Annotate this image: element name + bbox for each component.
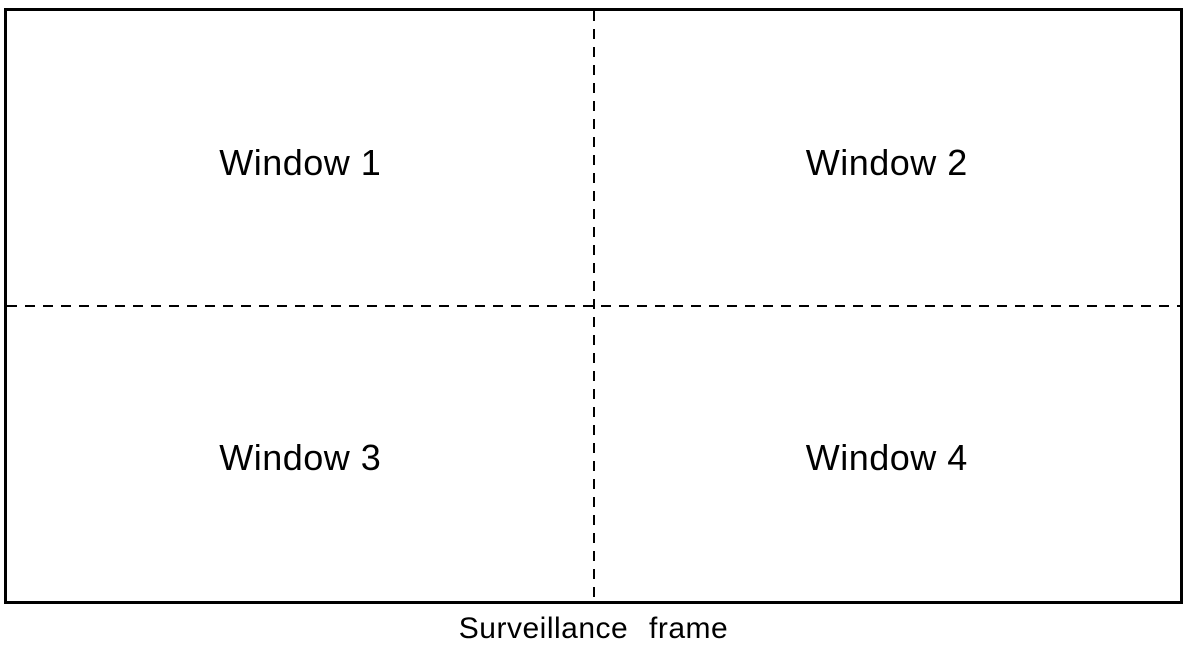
window-3-label: Window 3 (219, 436, 382, 478)
window-2-panel: Window 2 (594, 11, 1181, 306)
window-1-label: Window 1 (219, 141, 382, 183)
window-1-panel: Window 1 (7, 11, 594, 306)
quadrant-grid: Window 1 Window 2 Window 3 Window 4 (7, 11, 1180, 601)
window-3-panel: Window 3 (7, 306, 594, 601)
window-2-label: Window 2 (805, 141, 968, 183)
window-4-label: Window 4 (805, 436, 968, 478)
figure-caption: Surveillance frame (458, 612, 729, 645)
surveillance-frame: Window 1 Window 2 Window 3 Window 4 (4, 8, 1183, 604)
window-4-panel: Window 4 (594, 306, 1181, 601)
